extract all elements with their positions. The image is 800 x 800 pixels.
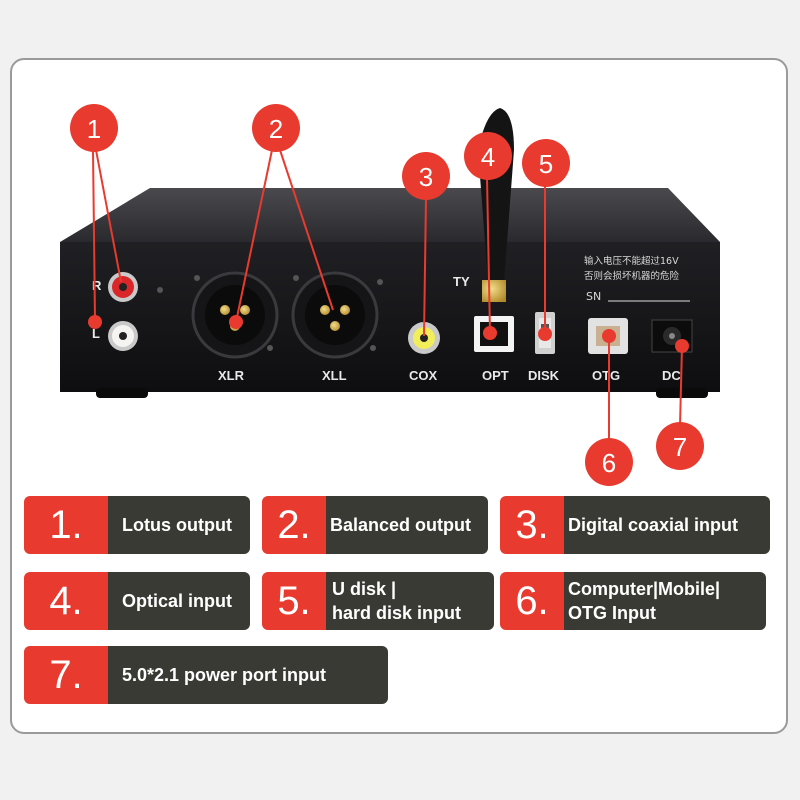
callout-5: [522, 139, 570, 187]
label-xll: XLL: [322, 368, 347, 383]
rca-jacks: [108, 272, 138, 351]
legend-number: 7.: [24, 646, 108, 704]
callout-7: [656, 422, 704, 470]
label-dc: DC: [662, 368, 681, 383]
legend-number: 5.: [262, 572, 326, 630]
foot-left: [96, 388, 148, 398]
callout-4: [464, 132, 512, 180]
callout-dot-disk: [538, 327, 552, 341]
callout-2-label: 2: [269, 114, 283, 144]
callout-6: [585, 438, 633, 486]
callout-dot-xlr: [229, 315, 243, 329]
legend-item-7: 7. 5.0*2.1 power port input: [24, 646, 388, 704]
legend-item-3: 3. Digital coaxial input: [500, 496, 770, 554]
label-ty: TY: [453, 274, 470, 289]
foot-right: [656, 388, 708, 398]
sn-label: SN: [586, 290, 601, 303]
callout-dot-dc: [675, 339, 689, 353]
xlr-connector: [191, 271, 279, 359]
legend-text: Digital coaxial input: [564, 496, 770, 554]
label-xlr: XLR: [218, 368, 245, 383]
legend-text: U disk | hard disk input: [326, 572, 494, 630]
callout-2: [252, 104, 300, 152]
label-cox: COX: [409, 368, 438, 383]
coaxial-jack: [408, 322, 440, 354]
legend-text: Optical input: [108, 572, 250, 630]
label-l: L: [92, 326, 100, 341]
chassis-top: [60, 188, 720, 242]
callout-4-label: 4: [481, 142, 495, 172]
label-disk: DISK: [528, 368, 560, 383]
callout-3: [402, 152, 450, 200]
callout-dot-l: [88, 315, 102, 329]
legend-item-5: 5. U disk | hard disk input: [262, 572, 494, 630]
legend-number: 6.: [500, 572, 564, 630]
xll-connector: [291, 271, 379, 359]
legend-number: 4.: [24, 572, 108, 630]
callout-dot-opt: [483, 326, 497, 340]
legend-item-4: 4. Optical input: [24, 572, 250, 630]
legend-text: Computer|Mobile| OTG Input: [564, 572, 766, 630]
legend-number: 2.: [262, 496, 326, 554]
callout-dot-otg: [602, 329, 616, 343]
legend-item-6: 6. Computer|Mobile| OTG Input: [500, 572, 766, 630]
legend-text: 5.0*2.1 power port input: [108, 646, 388, 704]
legend-item-1: 1. Lotus output: [24, 496, 250, 554]
callout-5-label: 5: [539, 149, 553, 179]
legend-number: 3.: [500, 496, 564, 554]
label-otg: OTG: [592, 368, 620, 383]
callout-3-label: 3: [419, 162, 433, 192]
legend-text: Lotus output: [108, 496, 250, 554]
label-opt: OPT: [482, 368, 509, 383]
callout-leaders: [92, 149, 683, 442]
screws: [157, 275, 383, 351]
callout-1: [70, 104, 118, 152]
callout-1-label: 1: [87, 114, 101, 144]
warning-text-2: 否则会损坏机器的危险: [584, 270, 680, 282]
legend-text: Balanced output: [326, 496, 488, 554]
legend-number: 1.: [24, 496, 108, 554]
legend-item-2: 2. Balanced output: [262, 496, 488, 554]
warning-text-1: 输入电压不能超过16V: [584, 255, 679, 267]
label-r: R: [92, 278, 102, 293]
callout-6-label: 6: [602, 448, 616, 478]
callout-7-label: 7: [673, 432, 687, 462]
